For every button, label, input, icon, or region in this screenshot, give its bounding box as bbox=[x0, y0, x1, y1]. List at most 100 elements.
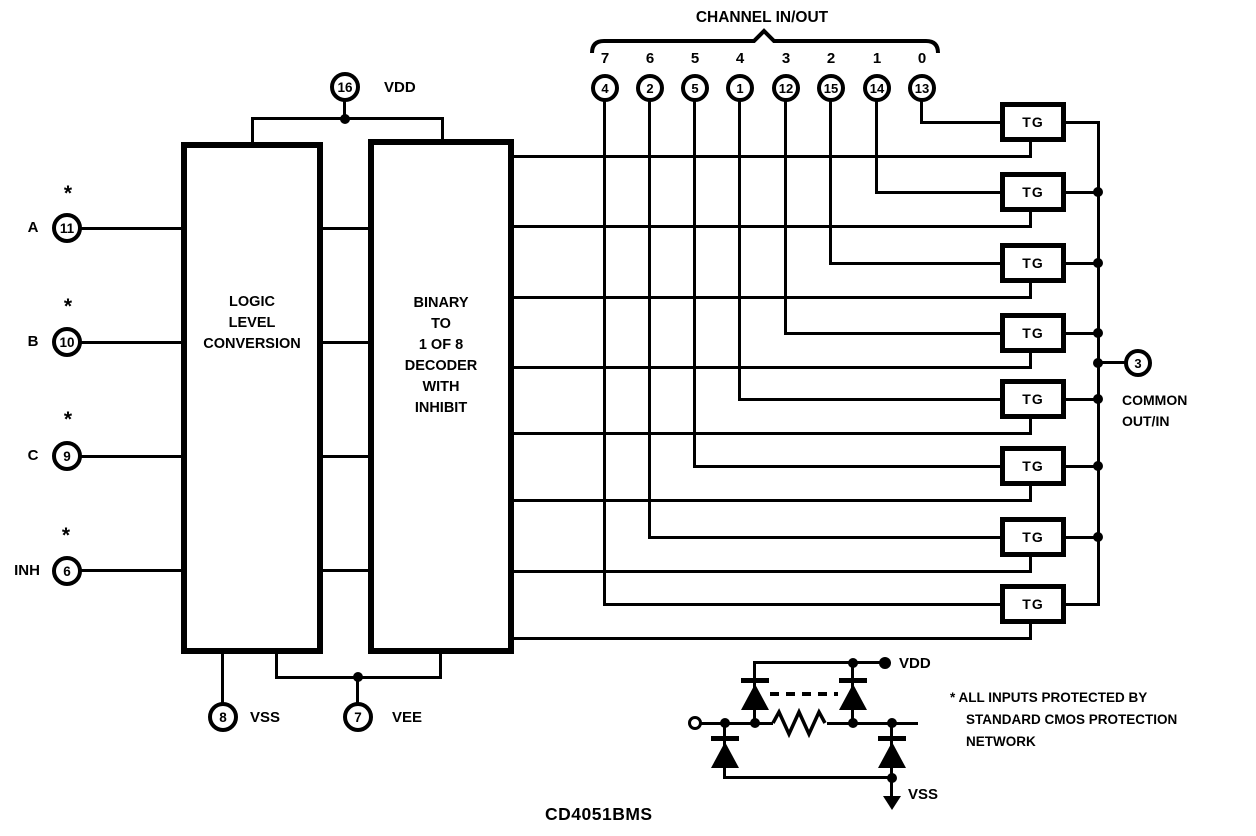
channel-label-6: 6 bbox=[645, 50, 655, 67]
wire bbox=[829, 262, 1004, 265]
footnote-line3: NETWORK bbox=[966, 734, 1036, 749]
wire bbox=[723, 776, 894, 779]
wire bbox=[81, 455, 184, 458]
channel-label-4: 4 bbox=[735, 50, 745, 67]
pin-circle-15: 15 bbox=[817, 74, 845, 102]
tg-block-2: TG bbox=[1000, 172, 1066, 212]
wire bbox=[603, 101, 606, 606]
pin-circle-11: 11 bbox=[52, 213, 82, 243]
pin-circle-8: 8 bbox=[208, 702, 238, 732]
binary-decoder-label: BINARY TO 1 OF 8 DECODER WITH INHIBIT bbox=[368, 293, 514, 419]
junction-dot bbox=[720, 718, 730, 728]
star-inh: * bbox=[61, 524, 71, 547]
wire bbox=[1064, 536, 1100, 539]
block-text-line: LEVEL bbox=[228, 315, 276, 331]
wire bbox=[693, 465, 1004, 468]
junction-dot bbox=[848, 658, 858, 668]
resistor-icon bbox=[771, 707, 827, 739]
wire bbox=[1029, 553, 1032, 573]
junction-dot bbox=[1093, 461, 1103, 471]
wire bbox=[723, 722, 726, 779]
wire bbox=[320, 569, 371, 572]
wire bbox=[1064, 262, 1100, 265]
wire bbox=[1029, 279, 1032, 299]
block-text-line: LOGIC bbox=[229, 294, 275, 310]
pin-circle-9: 9 bbox=[52, 441, 82, 471]
wire bbox=[1029, 208, 1032, 228]
tg-block-4: TG bbox=[1000, 313, 1066, 353]
star-c: * bbox=[63, 408, 73, 431]
pin-circle-5: 5 bbox=[681, 74, 709, 102]
part-number-title: CD4051BMS bbox=[545, 804, 653, 824]
wire bbox=[829, 101, 832, 265]
junction-dot bbox=[750, 718, 760, 728]
input-label-inh: INH bbox=[14, 562, 40, 579]
wire bbox=[875, 191, 1004, 194]
wire bbox=[920, 101, 923, 124]
wire bbox=[508, 366, 1031, 369]
wire bbox=[356, 676, 359, 705]
tg-block-7: TG bbox=[1000, 517, 1066, 557]
wire bbox=[508, 432, 1031, 435]
wire bbox=[508, 570, 1031, 573]
footnote-line1: * ALL INPUTS PROTECTED BY bbox=[950, 690, 1148, 705]
wire bbox=[1064, 603, 1100, 606]
pin-circle-7: 7 bbox=[343, 702, 373, 732]
input-label-b: B bbox=[27, 333, 39, 350]
block-text-line: DECODER bbox=[404, 358, 478, 374]
junction-dot bbox=[1093, 258, 1103, 268]
block-text-line: BINARY bbox=[413, 295, 469, 311]
wire bbox=[1064, 398, 1100, 401]
input-label-c: C bbox=[27, 447, 39, 464]
wire bbox=[1029, 482, 1032, 502]
wire bbox=[441, 117, 444, 142]
wire bbox=[1029, 349, 1032, 369]
wire bbox=[508, 155, 1031, 158]
junction-dot bbox=[1093, 394, 1103, 404]
block-text-line: WITH bbox=[422, 379, 460, 395]
block-text-line: 1 OF 8 bbox=[418, 337, 464, 353]
wire bbox=[920, 121, 1004, 124]
junction-dot bbox=[887, 718, 897, 728]
wire bbox=[603, 603, 1004, 606]
channel-label-2: 2 bbox=[826, 50, 836, 67]
footnote-line2: STANDARD CMOS PROTECTION bbox=[966, 712, 1178, 727]
wire bbox=[890, 722, 893, 779]
wire bbox=[1029, 620, 1032, 640]
common-label-line2: OUT/IN bbox=[1122, 413, 1170, 429]
pin-circle-3: 3 bbox=[1124, 349, 1152, 377]
pin-circle-10: 10 bbox=[52, 327, 82, 357]
wire bbox=[275, 650, 278, 679]
channel-label-5: 5 bbox=[690, 50, 700, 67]
star-a: * bbox=[63, 182, 73, 205]
channel-inout-title: CHANNEL IN/OUT bbox=[695, 9, 829, 26]
pin-circle-13: 13 bbox=[908, 74, 936, 102]
protection-vss-label: VSS bbox=[908, 786, 939, 803]
wire bbox=[508, 637, 1031, 640]
junction-dot bbox=[353, 672, 363, 682]
vee-label: VEE bbox=[392, 709, 423, 726]
wire bbox=[875, 101, 878, 194]
wire bbox=[508, 225, 1031, 228]
wire bbox=[1064, 121, 1100, 124]
pin-circle-16: 16 bbox=[330, 72, 360, 102]
junction-dot bbox=[1093, 358, 1103, 368]
pin-circle-12: 12 bbox=[772, 74, 800, 102]
tg-block-5: TG bbox=[1000, 379, 1066, 419]
wire bbox=[648, 101, 651, 539]
pin-circle-6: 6 bbox=[52, 556, 82, 586]
tg-block-1: TG bbox=[1000, 102, 1066, 142]
wire bbox=[648, 536, 1004, 539]
junction-dot bbox=[1093, 328, 1103, 338]
block-text-line: TO bbox=[431, 316, 451, 332]
wire bbox=[738, 101, 741, 401]
wire bbox=[1064, 332, 1100, 335]
wire bbox=[508, 296, 1031, 299]
wire bbox=[221, 650, 224, 705]
pin-circle-2: 2 bbox=[636, 74, 664, 102]
wire bbox=[1064, 191, 1100, 194]
logic-level-conversion-label: LOGIC LEVEL CONVERSION bbox=[181, 292, 323, 355]
wire bbox=[508, 499, 1031, 502]
pin-circle-4: 4 bbox=[591, 74, 619, 102]
wire bbox=[81, 569, 184, 572]
